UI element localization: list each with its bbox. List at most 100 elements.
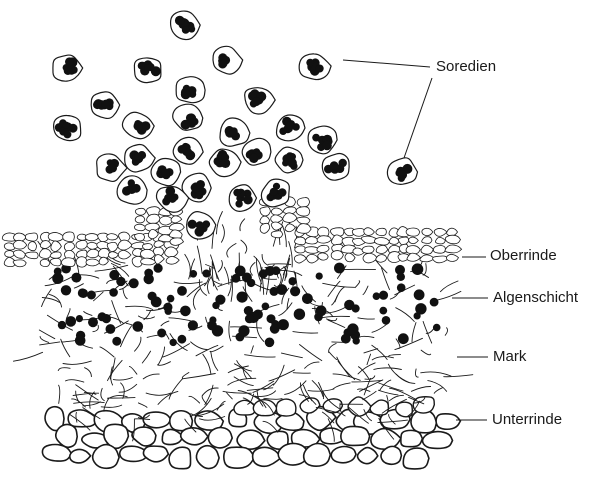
algal-cell [144, 274, 154, 284]
algal-cell [112, 337, 121, 346]
algal-cell [314, 313, 323, 322]
soredium-algal-cell [287, 158, 297, 168]
cortex-cell [107, 234, 119, 240]
algal-cell [397, 273, 405, 281]
soredium-algal-cell [312, 134, 320, 142]
algal-cell [109, 288, 118, 297]
algal-cell [106, 324, 116, 334]
cortex-cell [271, 208, 282, 215]
soredium-algal-cell [195, 191, 203, 199]
hypha [421, 372, 451, 376]
cortex-cell [398, 237, 408, 245]
cortex-cell [271, 231, 283, 238]
soredium-algal-cell [196, 180, 205, 189]
hypha [388, 364, 409, 382]
algal-cell [382, 316, 391, 325]
hypha [329, 344, 336, 353]
hypha [273, 365, 284, 385]
hypha [352, 380, 382, 382]
soredium-algal-cell [229, 129, 237, 137]
algal-cell [167, 295, 175, 303]
soredium-algal-cell [279, 127, 287, 135]
cortex-cell [445, 235, 460, 244]
algal-cell [178, 335, 187, 344]
algal-cell [237, 292, 248, 303]
hypha [169, 379, 182, 399]
hypha [210, 346, 223, 352]
cortex-cell [260, 216, 270, 224]
cortex-cell [376, 245, 388, 253]
soredium-algal-cell [195, 227, 205, 237]
unterrinde-cell [224, 447, 255, 468]
unterrinde-cell [143, 446, 168, 462]
leader-soredien-1 [343, 60, 430, 67]
hypha [305, 362, 319, 368]
cortex-cell [294, 255, 306, 263]
soredium [117, 176, 147, 204]
cortex-cell [376, 228, 387, 235]
hypha [143, 374, 159, 379]
unterrinde-cell [143, 412, 171, 428]
unterrinde-cell [331, 447, 356, 463]
cortex-cell [362, 246, 374, 253]
cortex-cell [51, 241, 62, 252]
hypha [100, 347, 114, 357]
hypha [108, 398, 135, 399]
hypha [227, 244, 236, 258]
cortex-cell [317, 236, 331, 243]
hypha [437, 291, 461, 300]
unterrinde-cell [423, 432, 453, 449]
cortex-cell [86, 259, 100, 266]
algal-cell [116, 277, 125, 286]
algal-cell [75, 335, 86, 346]
algal-cell [276, 284, 287, 295]
algal-cell [415, 303, 426, 314]
algal-cell [58, 321, 66, 329]
algal-cell [235, 266, 246, 277]
hypha [332, 296, 338, 305]
soredium-algal-cell [134, 121, 143, 130]
algal-cell [352, 304, 360, 312]
hypha [337, 357, 350, 377]
cortex-cell [433, 256, 448, 263]
hypha [126, 306, 153, 309]
cortex-cell [363, 253, 377, 263]
algal-cell [294, 309, 305, 320]
cortex-cell [25, 252, 38, 259]
algal-cell [265, 338, 275, 348]
hypha [323, 283, 355, 287]
unterrinde-cell [196, 446, 219, 469]
cortex-cell [295, 246, 306, 253]
cortex-cell [87, 249, 100, 257]
cortex-cell [352, 229, 365, 237]
algal-cell [148, 292, 157, 301]
unterrinde-cell [436, 414, 460, 429]
soredium-algal-cell [330, 161, 339, 170]
soredium-algal-cell [398, 170, 407, 179]
hypha [254, 256, 261, 266]
algal-cell [180, 306, 191, 317]
hypha [182, 373, 189, 379]
soredium [187, 212, 216, 239]
cortex-cell [307, 254, 319, 263]
hypha [363, 286, 368, 295]
soredium-algal-cell [252, 97, 261, 106]
hypha [49, 294, 62, 307]
hypha [234, 364, 251, 379]
soredium [245, 88, 276, 114]
hypha [428, 381, 447, 392]
cortex-cell [374, 238, 389, 246]
algal-cell [88, 317, 98, 327]
cortex-cell [318, 253, 328, 260]
cortex-cell [305, 237, 318, 244]
unterrinde-cell [401, 430, 423, 446]
cortex-cell [85, 234, 99, 241]
algal-cell [316, 273, 323, 280]
soredium [173, 104, 203, 130]
cortex-cell [296, 207, 310, 216]
hypha [333, 383, 350, 389]
algal-cell [129, 278, 139, 288]
cortex-cell [271, 215, 283, 223]
algal-cell [202, 270, 210, 278]
hypha [189, 396, 200, 403]
